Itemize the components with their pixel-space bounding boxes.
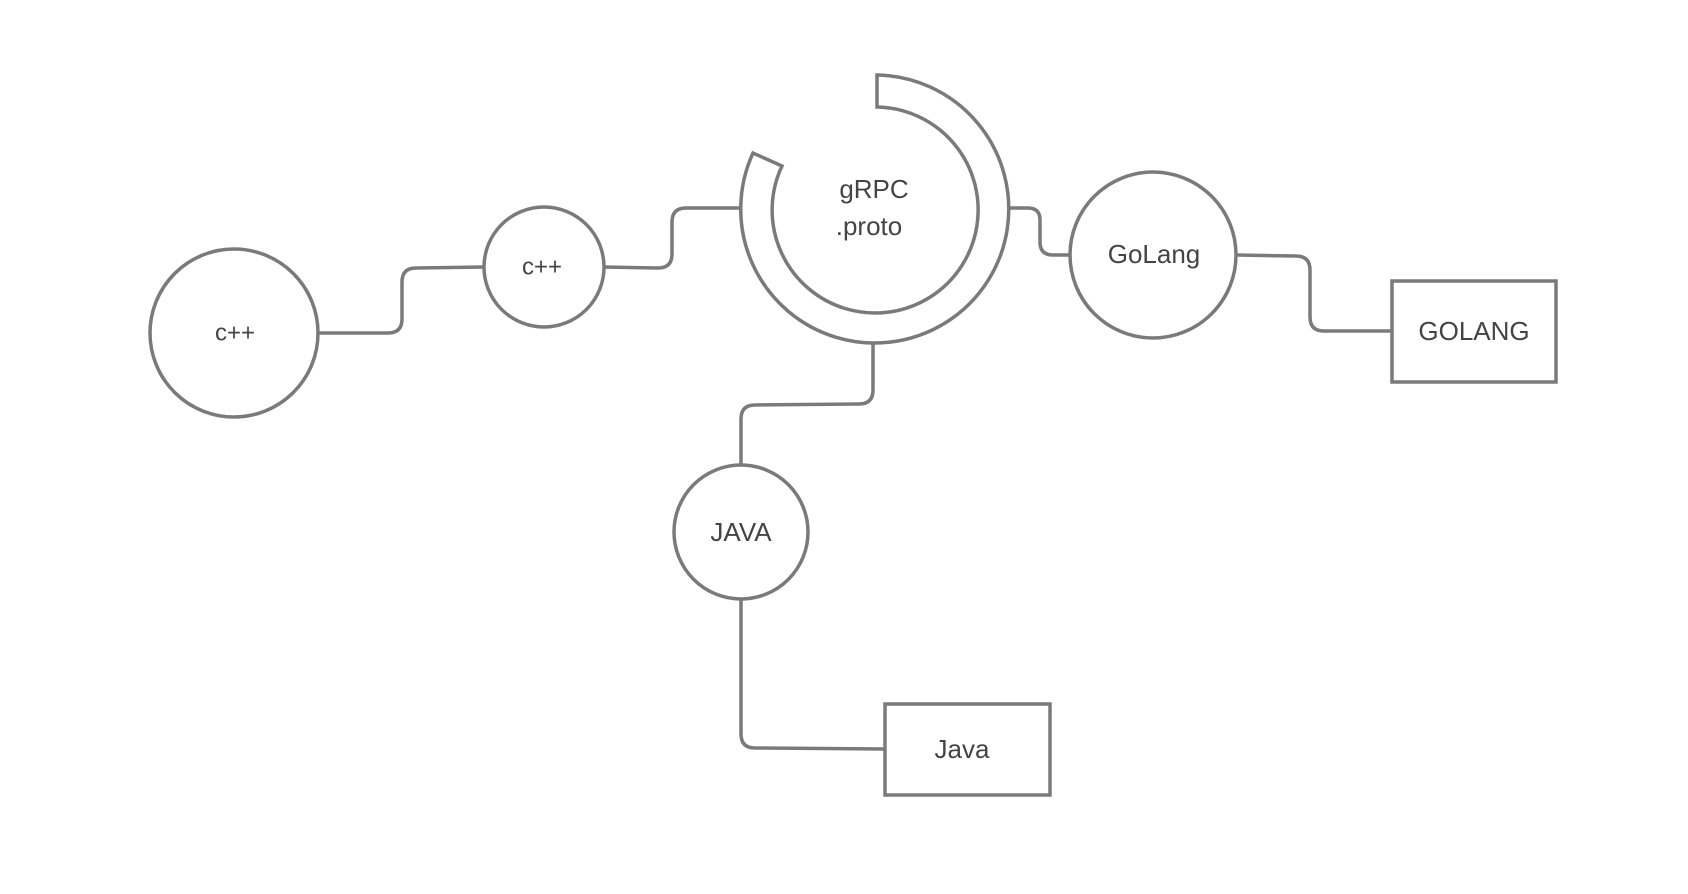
connector-grpc-to-java — [739, 338, 875, 465]
cpp-outer-label: c++ — [215, 319, 255, 346]
connector-golang-to-golang-box — [1234, 253, 1394, 333]
cpp-inner-label: c++ — [522, 253, 562, 280]
connector-cpp-to-cpp — [316, 265, 486, 335]
cpp-outer-node[interactable] — [148, 247, 320, 419]
golang-circle-label: GoLang — [1108, 239, 1201, 269]
grpc-label-line2: .proto — [836, 211, 903, 241]
golang-circle-node[interactable] — [1068, 170, 1238, 340]
connector-cpp-to-grpc — [602, 206, 743, 270]
golang-box-node[interactable] — [1390, 279, 1558, 384]
java-box-label: Java — [935, 734, 990, 764]
golang-box-label: GOLANG — [1418, 316, 1529, 346]
connector-java-to-java-box — [739, 596, 887, 751]
grpc-label-line1: gRPC — [839, 174, 908, 204]
java-box-node[interactable] — [883, 702, 1052, 797]
connector-grpc-to-golang — [1004, 206, 1072, 257]
java-circle-label: JAVA — [710, 517, 772, 547]
grpc-arc-node[interactable] — [738, 73, 1011, 345]
java-circle-node[interactable] — [672, 463, 810, 601]
cpp-inner-node[interactable] — [482, 205, 606, 329]
